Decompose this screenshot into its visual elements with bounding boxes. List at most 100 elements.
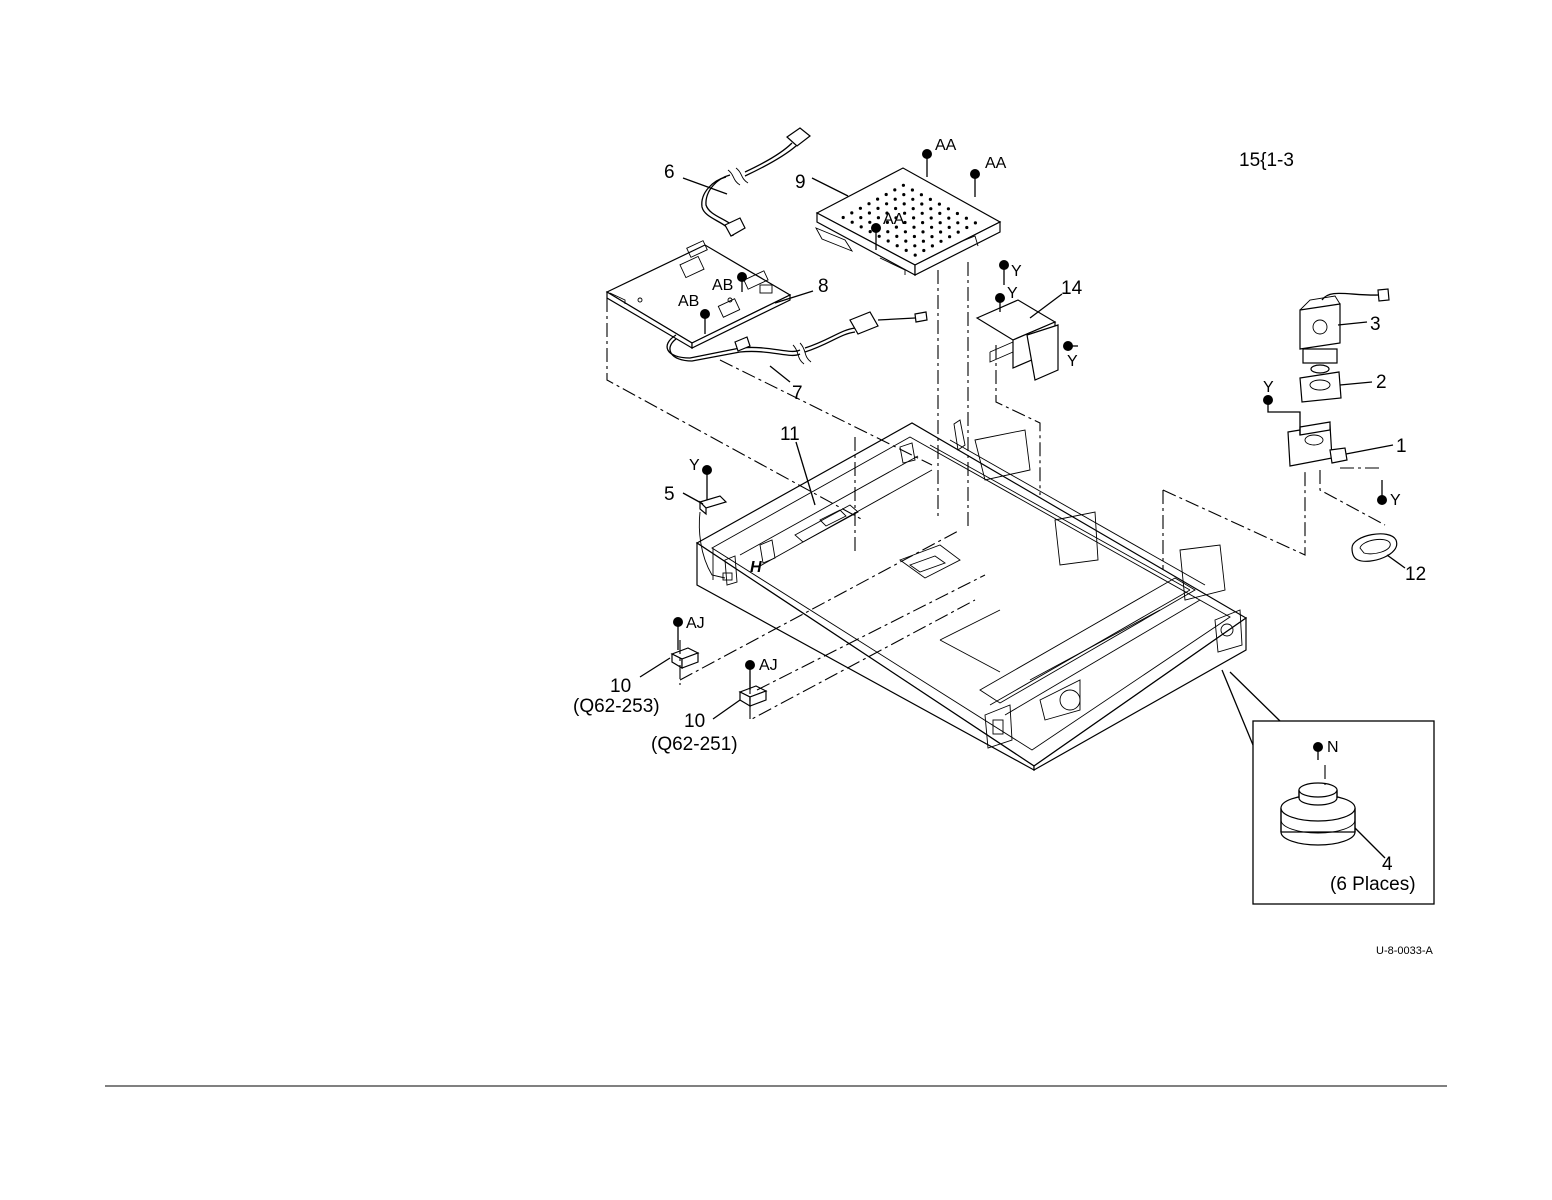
perforation-hole [938, 212, 941, 215]
perforation-hole [850, 211, 853, 214]
ref-aa-1: AA [935, 137, 957, 154]
perforation-hole [904, 230, 907, 233]
ref-n: N [1327, 739, 1339, 756]
ref-y-2: Y [1007, 285, 1018, 302]
perforation-hole [912, 226, 915, 229]
perforation-hole [851, 221, 854, 224]
perforation-hole [885, 202, 888, 205]
callout-9: 9 [795, 172, 806, 193]
perforation-hole [956, 212, 959, 215]
callout-4: 4 [1382, 854, 1393, 875]
perforation-hole [902, 193, 905, 196]
perforation-hole [868, 211, 871, 214]
perforation-hole [939, 221, 942, 224]
perforation-hole [876, 198, 879, 201]
perforation-hole [947, 207, 950, 210]
perforation-hole [939, 230, 942, 233]
perforation-hole [869, 230, 872, 233]
perforation-hole [894, 198, 897, 201]
callout-1: 1 [1396, 436, 1407, 457]
perforation-hole [956, 221, 959, 224]
callout-6: 6 [664, 162, 675, 183]
ref-aa-2: AA [985, 155, 1007, 172]
perforation-hole [931, 244, 934, 247]
perforation-hole [914, 254, 917, 257]
perforation-hole [948, 235, 951, 238]
perforation-hole [867, 202, 870, 205]
perforation-hole [895, 235, 898, 238]
perforation-hole [929, 198, 932, 201]
part-2-plate [1300, 372, 1341, 402]
callout-8: 8 [818, 276, 829, 297]
part-4-foot [1281, 783, 1355, 845]
drawing-code: U-8-0033-A [1376, 945, 1434, 957]
ref-y-1: Y [1011, 263, 1022, 280]
part-10-clip-a [672, 648, 698, 668]
perforation-hole [913, 235, 916, 238]
perforation-hole [904, 240, 907, 243]
scanner-base-frame [697, 420, 1246, 770]
callout-3: 3 [1370, 314, 1381, 335]
ref-ab-2: AB [678, 293, 699, 310]
perforation-hole [957, 231, 960, 234]
perforation-hole [922, 249, 925, 252]
ref-h: H [750, 559, 762, 576]
callout-10-b-note: (Q62-251) [651, 734, 738, 755]
perforation-hole [886, 230, 889, 233]
perforation-hole [878, 235, 881, 238]
perforation-hole [912, 216, 915, 219]
callout-10-a-note: (Q62-253) [573, 696, 660, 717]
perforation-hole [887, 239, 890, 242]
ref-aa-3: AA [883, 211, 905, 228]
perforation-hole [911, 198, 914, 201]
perforation-hole [965, 217, 968, 220]
perforation-hole [905, 249, 908, 252]
perforation-hole [876, 207, 879, 210]
callout-2: 2 [1376, 372, 1387, 393]
ref-ab-1: AB [712, 277, 733, 294]
ref-y-3: Y [1067, 353, 1078, 370]
part-6-cable [702, 128, 810, 236]
perforation-hole [896, 244, 899, 247]
perforation-hole [921, 230, 924, 233]
part-9-cover [816, 168, 1000, 275]
callout-10-b: 10 [684, 711, 705, 732]
ref-aj-2: AJ [759, 657, 778, 674]
perforation-hole [903, 202, 906, 205]
callout-10-a: 10 [610, 676, 631, 697]
perforation-hole [930, 235, 933, 238]
perforation-hole [868, 221, 871, 224]
ref-y-4: Y [1263, 379, 1274, 396]
perforation-hole [885, 193, 888, 196]
perforation-hole [860, 225, 863, 228]
figure-reference: 15{1-3 [1239, 150, 1294, 171]
perforation-hole [947, 217, 950, 220]
callout-14: 14 [1061, 278, 1083, 299]
part-10-clip-b [740, 686, 766, 706]
perforation-hole [930, 216, 933, 219]
perforation-hole [948, 226, 951, 229]
perforation-hole [877, 216, 880, 219]
callout-11: 11 [780, 424, 800, 445]
perforation-hole [920, 202, 923, 205]
perforation-hole [920, 193, 923, 196]
callout-12: 12 [1405, 564, 1426, 585]
perforation-hole [921, 221, 924, 224]
perforation-hole [894, 207, 897, 210]
perforation-hole [921, 212, 924, 215]
ref-y-6: Y [689, 457, 700, 474]
perforation-hole [842, 216, 845, 219]
perforation-hole [938, 203, 941, 206]
callout-5: 5 [664, 484, 675, 505]
part-14-bracket [977, 300, 1058, 380]
perforation-hole [930, 226, 933, 229]
perforation-hole [913, 244, 916, 247]
callout-4-note: (6 Places) [1330, 874, 1416, 895]
perforation-hole [911, 188, 914, 191]
callout-7: 7 [792, 383, 803, 404]
ref-y-5: Y [1390, 492, 1401, 509]
part-1-bracket [1288, 422, 1347, 466]
perforation-hole [929, 207, 932, 210]
perforation-hole [902, 184, 905, 187]
